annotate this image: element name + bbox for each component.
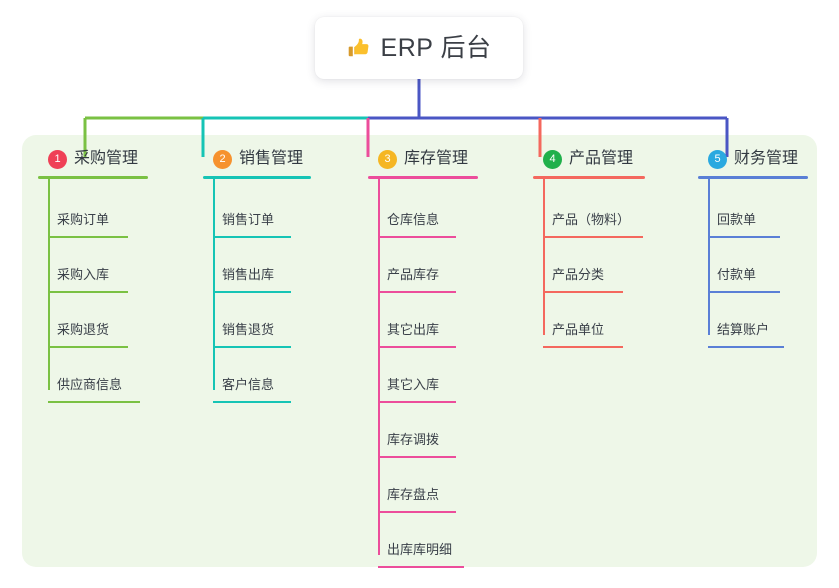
branch-number-badge: 2 <box>213 149 232 169</box>
branch-item-label: 回款单 <box>717 212 757 227</box>
branch-item-label: 其它出库 <box>387 322 440 337</box>
branch-item-label: 结算账户 <box>717 322 770 337</box>
root-node-card[interactable]: ERP 后台 <box>315 17 523 79</box>
branch-header-rule <box>368 176 478 179</box>
branch-item-label: 客户信息 <box>222 377 275 392</box>
branches-panel <box>22 135 817 567</box>
branch-item-rule <box>543 346 623 348</box>
branch-item-rule <box>708 346 784 348</box>
branch-header-3[interactable]: 3 库存管理 <box>368 146 468 172</box>
branch-item-rule <box>378 401 456 403</box>
branch-item-label: 其它入库 <box>387 377 440 392</box>
branch-column-2: 2 销售管理销售订单销售出库销售退货客户信息 <box>203 146 311 403</box>
branch-spine <box>708 179 710 335</box>
branch-header-5[interactable]: 5 财务管理 <box>698 146 798 172</box>
branch-spine <box>378 179 380 555</box>
branch-item-rule <box>213 236 291 238</box>
branch-item-label: 产品库存 <box>387 267 440 282</box>
branch-item-rule <box>378 236 456 238</box>
branch-item-rule <box>708 291 780 293</box>
branch-header-1[interactable]: 1 采购管理 <box>38 146 138 172</box>
branch-spine <box>213 179 215 390</box>
branch-title: 库存管理 <box>404 150 469 167</box>
branch-item-label: 付款单 <box>717 267 757 282</box>
branch-header-rule <box>203 176 311 179</box>
root-node-label: ERP 后台 <box>380 33 492 62</box>
branch-item-rule <box>213 346 291 348</box>
branch-item-rule <box>378 456 456 458</box>
branch-item-rule <box>378 346 456 348</box>
branch-header-4[interactable]: 4 产品管理 <box>533 146 633 172</box>
branch-header-rule <box>698 176 808 179</box>
branch-header-rule <box>533 176 645 179</box>
branch-item-label: 销售退货 <box>222 322 275 337</box>
branch-spine <box>543 179 545 335</box>
branch-number-badge: 3 <box>378 149 397 169</box>
branch-column-3: 3 库存管理仓库信息产品库存其它出库其它入库库存调拨库存盘点出库库明细 <box>368 146 478 568</box>
branch-item-rule <box>48 401 140 403</box>
branch-item-rule <box>543 291 623 293</box>
branch-item-rule <box>378 511 456 513</box>
branch-spine <box>48 179 50 390</box>
branch-number-badge: 4 <box>543 149 562 169</box>
branch-number-badge: 1 <box>48 149 67 169</box>
branch-item-label: 出库库明细 <box>387 542 453 557</box>
thumbs-up-icon <box>348 38 368 57</box>
branch-item-label: 采购订单 <box>57 212 110 227</box>
branch-item-rule <box>213 401 291 403</box>
branch-item-label: 产品分类 <box>552 267 605 282</box>
branch-item-rule <box>213 291 291 293</box>
branch-item-label: 产品（物料） <box>552 212 631 227</box>
branch-item-rule <box>48 236 128 238</box>
branch-header-rule <box>38 176 148 179</box>
branch-column-1: 1 采购管理采购订单采购入库采购退货供应商信息 <box>38 146 148 403</box>
branch-item-label: 仓库信息 <box>387 212 440 227</box>
branch-item-label: 采购入库 <box>57 267 110 282</box>
branch-title: 财务管理 <box>734 150 799 167</box>
branch-title: 采购管理 <box>74 150 139 167</box>
branch-column-4: 4 产品管理产品（物料） 产品分类产品单位 <box>533 146 645 348</box>
branch-item-label: 供应商信息 <box>57 377 123 392</box>
branch-item-rule <box>48 346 128 348</box>
branch-column-5: 5 财务管理回款单付款单结算账户 <box>698 146 808 348</box>
branch-title: 销售管理 <box>239 150 304 167</box>
branch-item-rule <box>543 236 643 238</box>
branch-item-rule <box>48 291 128 293</box>
branch-item-label: 销售出库 <box>222 267 275 282</box>
branch-item-label: 库存调拨 <box>387 432 440 447</box>
branch-item-rule <box>378 291 456 293</box>
branch-number-badge: 5 <box>708 149 727 169</box>
branch-item-label: 库存盘点 <box>387 487 440 502</box>
branch-item-label: 产品单位 <box>552 322 605 337</box>
branch-item-label: 采购退货 <box>57 322 110 337</box>
branch-header-2[interactable]: 2 销售管理 <box>203 146 303 172</box>
branch-item-rule <box>708 236 780 238</box>
branch-title: 产品管理 <box>569 150 634 167</box>
branch-item-rule <box>378 566 464 568</box>
branch-item-label: 销售订单 <box>222 212 275 227</box>
